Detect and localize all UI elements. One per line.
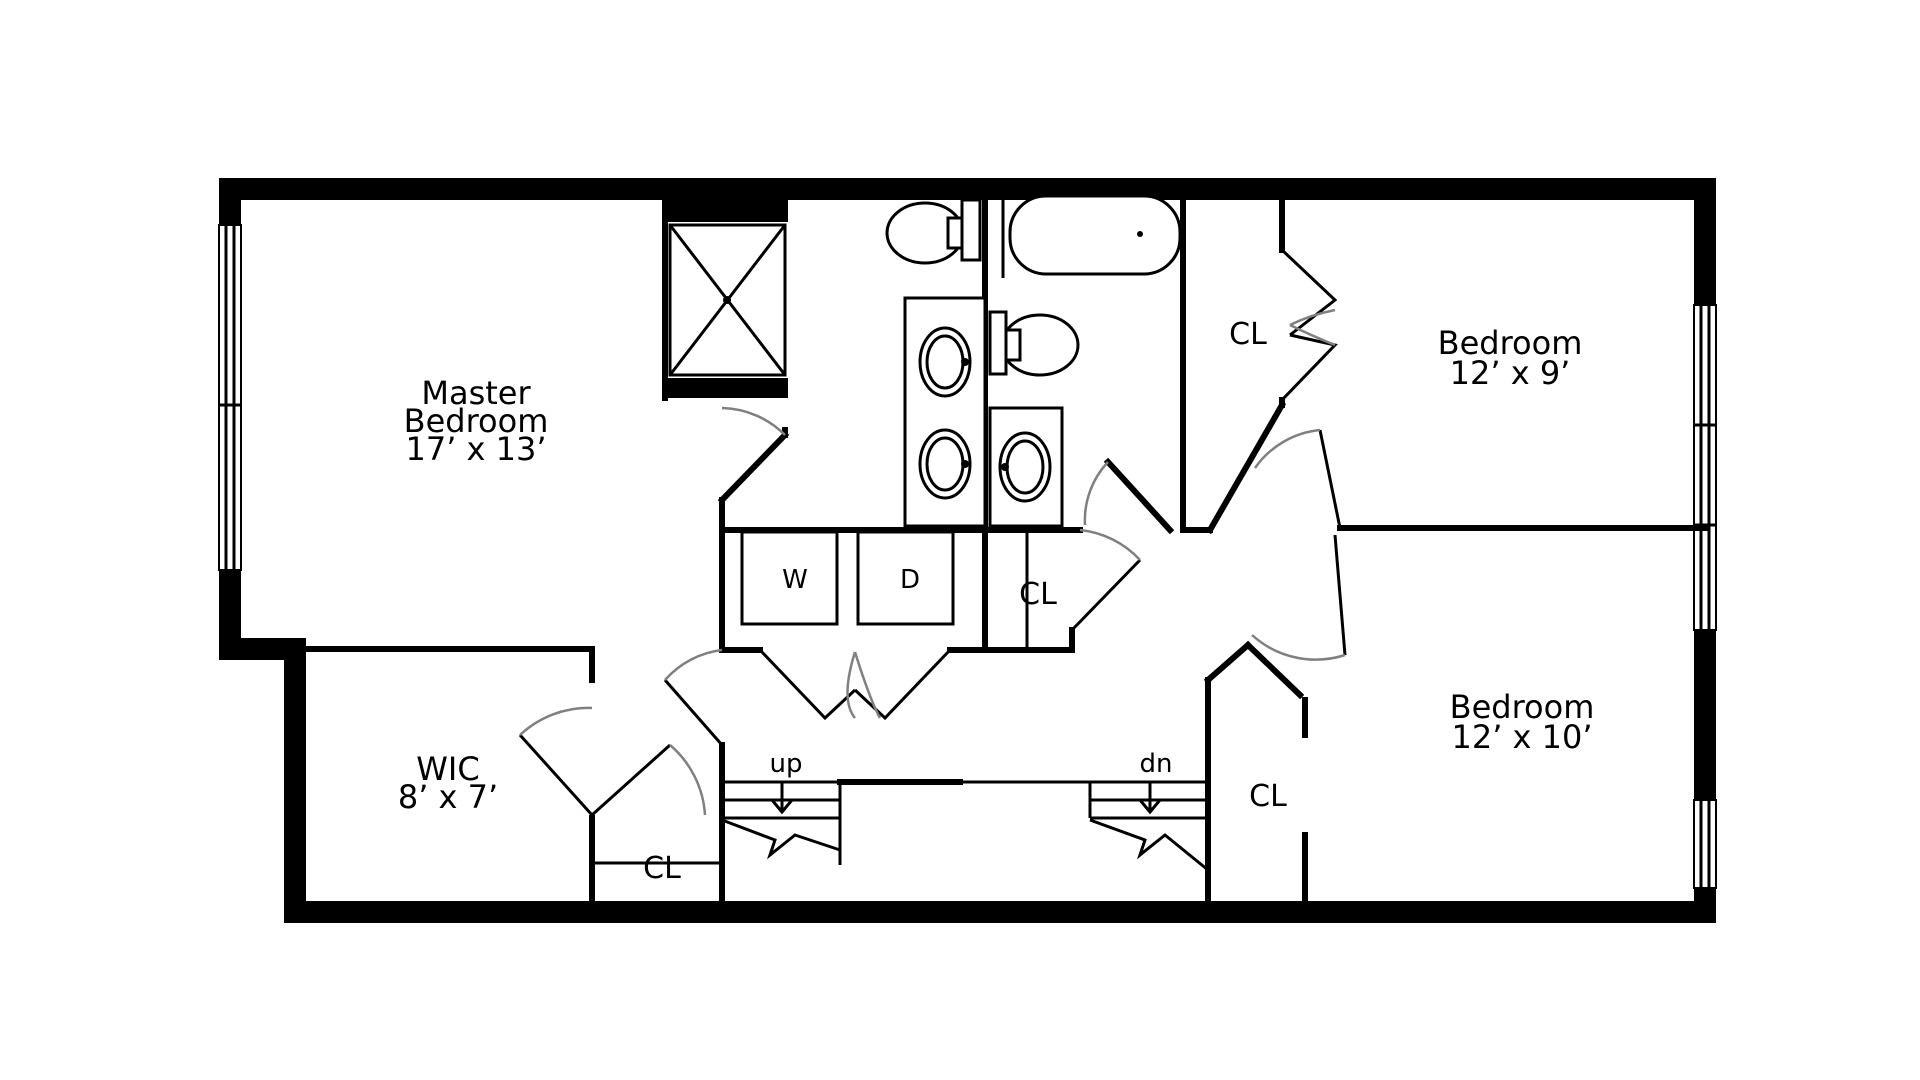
door-swing-laundry-cl [1079,528,1141,561]
dryer-label: D [900,565,920,595]
stairs-up-label: up [770,749,803,779]
door-swing-wic-cl [669,744,707,816]
master-bedroom-name-1: Master [421,374,531,412]
master-bedroom-name-2: Bedroom [404,402,549,440]
stairs-down [1088,782,1209,872]
door-swing-wic [519,706,593,736]
bedroom-top-name: Bedroom [1438,324,1583,362]
washer [740,530,839,626]
stairs-up [721,782,842,865]
door-swing-bedroom-bottom [1251,634,1346,661]
window-bedroom-bottom [1693,799,1717,889]
stairs-down-label: dn [1140,749,1173,779]
bathtub [1008,194,1182,276]
labels: Master Bedroom 17’ x 13’ Bedroom 12’ x 9… [398,317,1595,886]
door-swing-master-bath [721,406,786,436]
closet-wic-label: CL [643,851,681,886]
interior-walls [292,189,1708,915]
bedroom-top-size: 12’ x 9’ [1450,354,1571,392]
fixtures [668,194,1209,872]
bedroom-bottom-size: 12’ x 10’ [1451,718,1592,756]
exterior-walls [219,178,1716,923]
window-bedroom-top [1693,304,1717,631]
bedroom-bottom-name: Bedroom [1450,688,1595,726]
closet-laundry-label: CL [1019,577,1057,612]
washer-label: W [782,565,808,595]
doors [518,248,1347,817]
window-master [218,224,242,571]
door-swing-master [664,648,723,681]
wic-size: 8’ x 7’ [398,778,498,816]
door-swing-bedroom-top [1253,428,1321,469]
door-swing-hall-bath [1083,461,1109,526]
closet-bottom-right-label: CL [1249,779,1287,814]
wic-name: WIC [416,750,479,788]
windows [218,224,1717,889]
closet-top-label: CL [1229,317,1267,352]
dryer [856,530,955,626]
master-bedroom-size: 17’ x 13’ [405,430,546,468]
